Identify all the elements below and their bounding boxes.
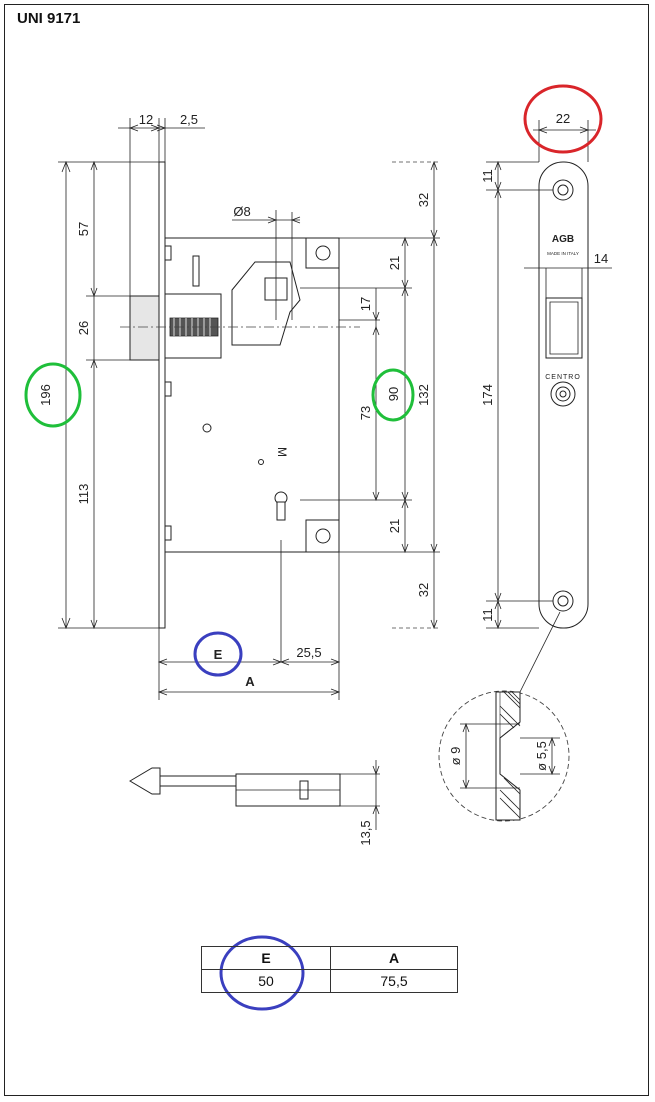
red-highlight-22 [523, 84, 603, 154]
brand-logo: AGB [552, 234, 574, 245]
dim-132: 132 [416, 384, 431, 406]
table-header-e: E [201, 946, 331, 970]
dimension-table: E A 50 75,5 [201, 946, 458, 993]
dim-26: 26 [76, 321, 91, 335]
faceplate-view: CENTRO AGB MADE IN ITALY 22 1 [480, 111, 612, 693]
dim-90: 90 [386, 387, 401, 401]
dim-57: 57 [76, 222, 91, 236]
dim-22: 22 [556, 111, 570, 126]
keyhole [274, 491, 288, 521]
drawing-frame [4, 4, 649, 1096]
countersink-detail: ø 9 ø 5,5 [438, 690, 570, 822]
detail-circle [438, 690, 570, 822]
dim-196: 196 [38, 384, 53, 406]
dim-12: 12 [139, 112, 153, 127]
dim-32-bottom: 32 [416, 583, 431, 597]
latch-tip [129, 767, 161, 795]
dim-25-5: 25,5 [296, 645, 321, 660]
dim-a-label: A [245, 674, 255, 689]
dim-diameter-9: ø 9 [448, 747, 463, 766]
latch-opening [545, 297, 583, 359]
latch-bolt-head [129, 295, 160, 361]
dim-diameter-5-5: ø 5,5 [534, 741, 549, 771]
latch-side-view: 13,5 [129, 760, 380, 846]
table-row: 50 75,5 [201, 969, 458, 993]
blue-highlight-e [193, 631, 243, 677]
made-in-label: MADE IN ITALY [547, 251, 579, 256]
dim-11-top: 11 [480, 169, 495, 183]
table-value-a: 75,5 [330, 969, 458, 993]
dim-13-5: 13,5 [358, 820, 373, 845]
green-highlight-196 [24, 362, 82, 428]
dim-e-label: E [214, 647, 223, 662]
table-header-a: A [330, 946, 458, 970]
dim-21-top: 21 [387, 256, 402, 270]
front-view: 12 2,5 Ø8 196 57 26 113 32 21 17 90 73 1… [38, 112, 440, 700]
front-faceplate [158, 161, 166, 629]
dim-11-bottom: 11 [480, 608, 495, 622]
dim-diameter-8: Ø8 [233, 204, 250, 219]
dim-113: 113 [76, 484, 91, 505]
dim-14: 14 [594, 251, 608, 266]
table-value-e: 50 [201, 969, 331, 993]
dim-2-5: 2,5 [180, 112, 198, 127]
dim-174: 174 [480, 384, 495, 406]
m-mark: M [275, 447, 289, 457]
table-header-row: E A [201, 946, 458, 970]
centro-label: CENTRO [545, 374, 581, 381]
dim-32-top: 32 [416, 193, 431, 207]
drawing-title: UNI 9171 [17, 10, 81, 27]
dim-21-bottom: 21 [387, 519, 402, 533]
green-highlight-90 [371, 368, 415, 422]
dim-73: 73 [358, 406, 373, 420]
dim-17: 17 [358, 297, 373, 311]
